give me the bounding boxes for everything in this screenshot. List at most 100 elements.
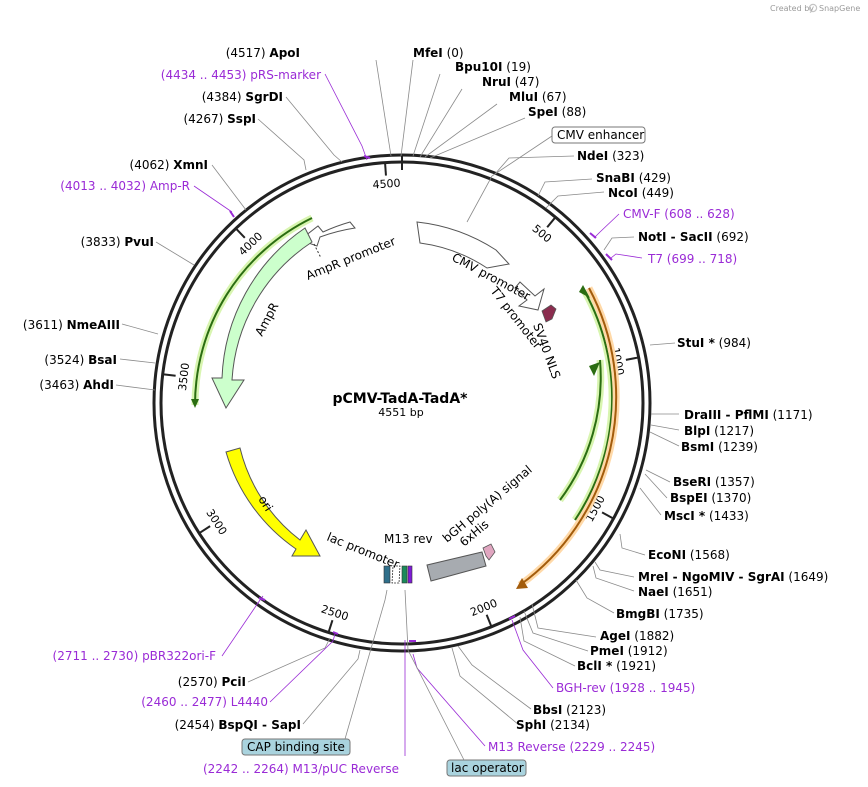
enzyme-label[interactable]: NruI (47) [482,75,539,89]
lac-operator-leader [404,589,465,761]
credit-brand: SnapGene [819,4,860,13]
enzyme-name: MluI [509,90,538,104]
enzyme-label[interactable]: NdeI (323) [577,149,644,163]
cap-binding-site-feature[interactable] [383,565,391,584]
enzyme-name: ApoI [269,46,300,60]
t7-promoter-arrow[interactable] [514,281,545,311]
ampr-arrow[interactable] [211,227,313,410]
enzyme-label[interactable]: NaeI (1651) [638,585,712,599]
enzyme-label[interactable]: BseRI (1357) [673,475,755,489]
primer-label[interactable]: (4434 .. 4453) pRS-marker [161,68,321,82]
primer-name: M13 Reverse [488,740,570,754]
enzyme-label[interactable]: BmgBI (1735) [616,607,704,621]
enzyme-name: BsaI [88,353,117,367]
enzyme-label[interactable]: StuI * (984) [677,336,751,350]
enzyme-label[interactable]: MluI (67) [509,90,567,104]
enzyme-label[interactable]: (3524) BsaI [44,353,117,367]
enzyme-position: (2123) [562,703,606,717]
enzyme-label[interactable]: (3463) AhdI [39,378,114,392]
enzyme-label[interactable]: (2570) PciI [178,675,246,689]
bgh-polya-feature[interactable] [426,551,487,582]
enzyme-label[interactable]: MfeI (0) [413,46,464,60]
enzyme-name: PciI [222,675,247,689]
enzyme-label[interactable]: EcoNI (1568) [648,548,730,562]
ori-arrow[interactable] [225,447,321,557]
enzyme-name: NcoI [608,186,638,200]
enzyme-label[interactable]: PmeI (1912) [590,644,668,658]
enzyme-position: (2134) [546,718,590,732]
tick-mark [162,373,176,377]
enzyme-position: (984) [715,336,751,350]
enzyme-label[interactable]: BspEI (1370) [670,491,751,505]
enzyme-name: BspQI - SapI [218,718,301,732]
tick-mark [485,614,493,628]
primer-range: (4434 .. 4453) [161,68,251,82]
primer-label[interactable]: M13 Reverse (2229 .. 2245) [488,740,655,754]
enzyme-label[interactable]: (2454) BspQI - SapI [175,718,301,732]
primer-label[interactable]: BGH-rev (1928 .. 1945) [556,681,695,695]
enzyme-label[interactable]: (4384) SgrDI [202,90,283,104]
enzyme-label[interactable]: SnaBI (429) [596,171,671,185]
enzyme-position: (1882) [630,629,674,643]
enzyme-label[interactable]: (4517) ApoI [226,46,300,60]
ampr-promoter-arrow[interactable] [298,221,356,247]
tick-mark [327,619,334,633]
cmv-promoter-arrow[interactable] [416,221,510,269]
cap-binding-site-label: CAP binding site [247,740,345,754]
primer-range: (2460 .. 2477) [141,695,231,709]
enzyme-position: (47) [511,75,539,89]
enzyme-position: (1370) [708,491,752,505]
sv40-nls-label: SV40 NLS [530,321,563,380]
primer-label[interactable]: (2460 .. 2477) L4440 [141,695,268,709]
primer-label[interactable]: T7 (699 .. 718) [647,252,737,266]
enzyme-label[interactable]: SphI (2134) [516,718,590,732]
enzyme-label[interactable]: NotI - SacII (692) [638,230,749,244]
enzyme-position: (323) [608,149,644,163]
primer-label[interactable]: (4013 .. 4032) Amp-R [60,179,190,193]
enzyme-label[interactable]: (3611) NmeAIII [23,318,120,332]
enzyme-name: NaeI [638,585,669,599]
enzyme-label[interactable]: DraIII - PflMI (1171) [684,408,813,422]
lac-promoter-feature[interactable] [391,565,401,584]
cmv-enhancer-box[interactable]: CMV enhancer [551,126,646,144]
lac-operator-feature[interactable] [401,565,408,584]
enzyme-label[interactable]: (4267) SspI [183,112,256,126]
cds-arc-1[interactable] [559,359,602,501]
primer-label[interactable]: CMV-F (608 .. 628) [623,207,735,221]
enzyme-name: AgeI [600,629,630,643]
enzyme-name: BclI * [577,659,613,673]
tick-mark [546,216,557,228]
enzyme-label[interactable]: Bpu10I (19) [455,60,531,74]
primer-name: L4440 [231,695,268,709]
cds-arc-left[interactable] [194,217,313,406]
enzyme-label[interactable]: BsmI (1239) [681,440,758,454]
primer-name: T7 [647,252,667,266]
primer-label[interactable]: (2711 .. 2730) pBR322ori-F [53,649,217,663]
tick-label: 3500 [176,362,192,391]
sv40-nls-arrow[interactable] [541,304,557,323]
enzyme-label[interactable]: MscI * (1433) [664,509,749,523]
enzyme-label[interactable]: BclI * (1921) [577,659,656,673]
orange-arc[interactable] [519,287,618,586]
m13-rev-feature[interactable] [407,565,413,584]
lac-operator-box[interactable]: lac operator [446,759,527,777]
enzyme-position: (429) [635,171,671,185]
enzyme-label[interactable]: (4062) XmnI [130,158,208,172]
enzyme-label[interactable]: SpeI (88) [528,105,586,119]
enzyme-name: MscI * [664,509,706,523]
6xhis-feature[interactable] [482,543,496,561]
enzyme-label[interactable]: BlpI (1217) [684,424,754,438]
enzyme-name: SphI [516,718,546,732]
enzyme-label[interactable]: (3833) PvuI [81,235,154,249]
cap-binding-site-box[interactable]: CAP binding site [241,738,351,756]
enzyme-name: BbsI [533,703,562,717]
enzyme-label[interactable]: AgeI (1882) [600,629,674,643]
enzyme-position: (692) [713,230,749,244]
cds-arc-2[interactable] [574,291,614,521]
enzyme-name: XmnI [173,158,208,172]
enzyme-label[interactable]: BbsI (2123) [533,703,606,717]
enzyme-label[interactable]: MreI - NgoMIV - SgrAI (1649) [638,570,828,584]
primer-label[interactable]: (2242 .. 2264) M13/pUC Reverse [203,762,399,776]
enzyme-label[interactable]: NcoI (449) [608,186,674,200]
